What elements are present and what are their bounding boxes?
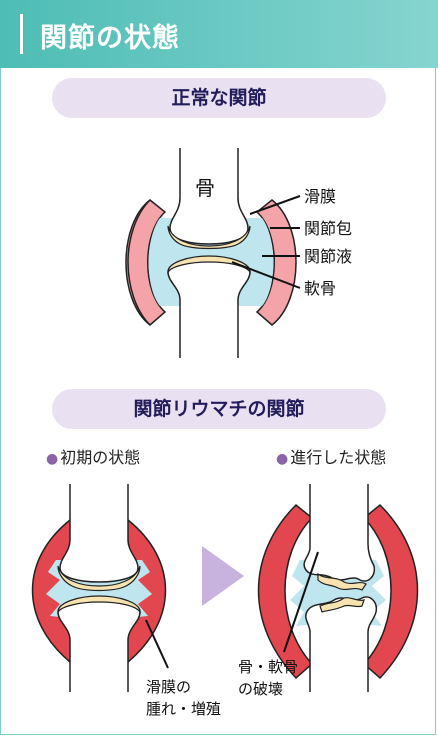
advanced-note-line1: 骨・軟骨: [238, 658, 298, 676]
eroded-lower-bone: [306, 597, 377, 692]
cartilage-callout: 軟骨: [304, 279, 336, 298]
early-ra-joint-diagram: 滑膜の 腫れ・増殖: [33, 484, 222, 718]
lower-bone-outline: [58, 598, 140, 692]
advanced-note-line2: の破壊: [238, 680, 283, 698]
synovium-callout: 滑膜: [304, 187, 336, 206]
eroded-upper-bone: [304, 484, 374, 581]
lower-bone-outline: [168, 258, 250, 358]
early-note-line2: 腫れ・増殖: [146, 700, 221, 718]
bone-label: 骨: [195, 176, 215, 200]
fluid-callout: 関節液: [304, 247, 352, 266]
normal-joint-diagram: 骨 滑膜 関節包 関節液 軟骨: [126, 148, 352, 358]
upper-bone-outline: [60, 484, 138, 582]
early-note-line1: 滑膜の: [146, 678, 191, 696]
advanced-ra-joint-diagram: 骨・軟骨 の破壊: [238, 484, 418, 698]
progression-arrow-icon: [202, 546, 244, 606]
capsule-callout: 関節包: [304, 219, 352, 238]
